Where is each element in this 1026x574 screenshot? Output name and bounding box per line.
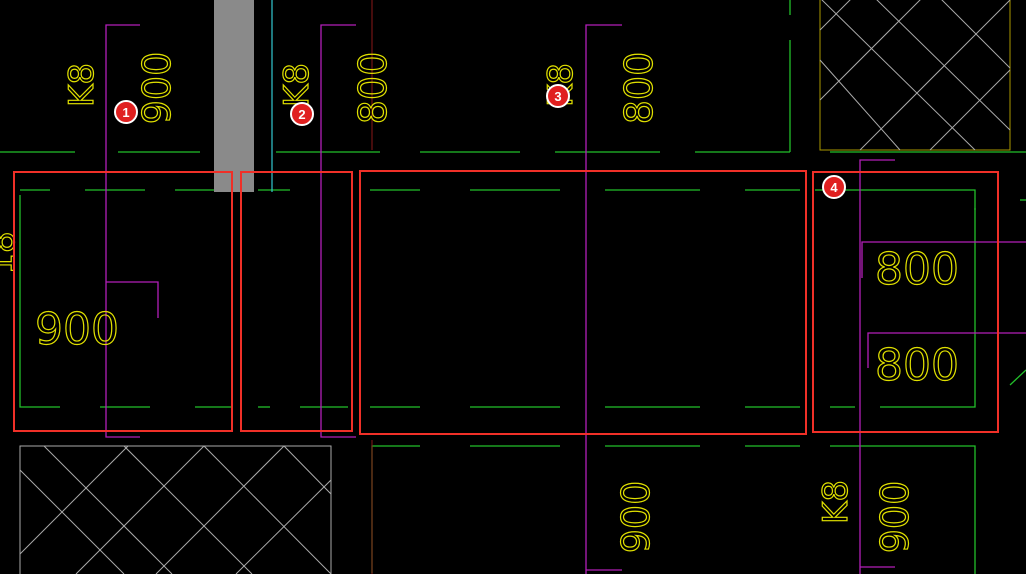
annotation-800-b: 800 <box>350 51 395 125</box>
svg-text:900: 900 <box>135 52 179 125</box>
annotation-k8-b: K8 <box>276 62 317 107</box>
annotation-800-g: 800 <box>875 244 959 295</box>
svg-text:900: 900 <box>873 481 917 554</box>
selection-boxes <box>13 170 999 435</box>
svg-text:K8: K8 <box>62 63 102 107</box>
hatched-panel-top-right <box>819 0 1011 151</box>
annotation-k8-a: K8 <box>61 62 102 107</box>
annotation-900-d: 900 <box>872 480 917 554</box>
selection-box-1[interactable] <box>13 171 233 432</box>
annotation-800-c: 800 <box>616 51 661 125</box>
selection-box-2[interactable] <box>240 171 353 432</box>
marker-4[interactable]: 4 <box>822 175 846 199</box>
svg-text:900: 900 <box>614 481 658 554</box>
annotation-800-h: 800 <box>875 340 959 391</box>
selection-box-4[interactable] <box>812 171 999 433</box>
marker-2[interactable]: 2 <box>290 102 314 126</box>
svg-text:4: 4 <box>830 180 838 195</box>
svg-text:3: 3 <box>554 89 561 104</box>
svg-text:800: 800 <box>351 52 395 125</box>
selection-box-3[interactable] <box>359 170 807 435</box>
svg-text:1: 1 <box>122 105 129 120</box>
beam-lines <box>105 24 1026 574</box>
annotation-900-a: 900 <box>134 51 179 125</box>
svg-text:K8: K8 <box>277 63 317 107</box>
annotation-900-f: 900 <box>35 304 119 355</box>
marker-3[interactable]: 3 <box>546 84 570 108</box>
annotation-partial-left: 18 <box>0 231 24 275</box>
concrete-column <box>214 0 254 192</box>
svg-text:2: 2 <box>298 107 305 122</box>
svg-text:18: 18 <box>0 231 23 274</box>
svg-text:800: 800 <box>617 52 661 125</box>
annotation-k8-d: K8 <box>815 479 856 524</box>
marker-1[interactable]: 1 <box>114 100 138 124</box>
svg-text:K8: K8 <box>816 480 856 524</box>
hatched-panel-bottom-left <box>19 445 332 574</box>
annotation-900-e: 900 <box>613 480 658 554</box>
